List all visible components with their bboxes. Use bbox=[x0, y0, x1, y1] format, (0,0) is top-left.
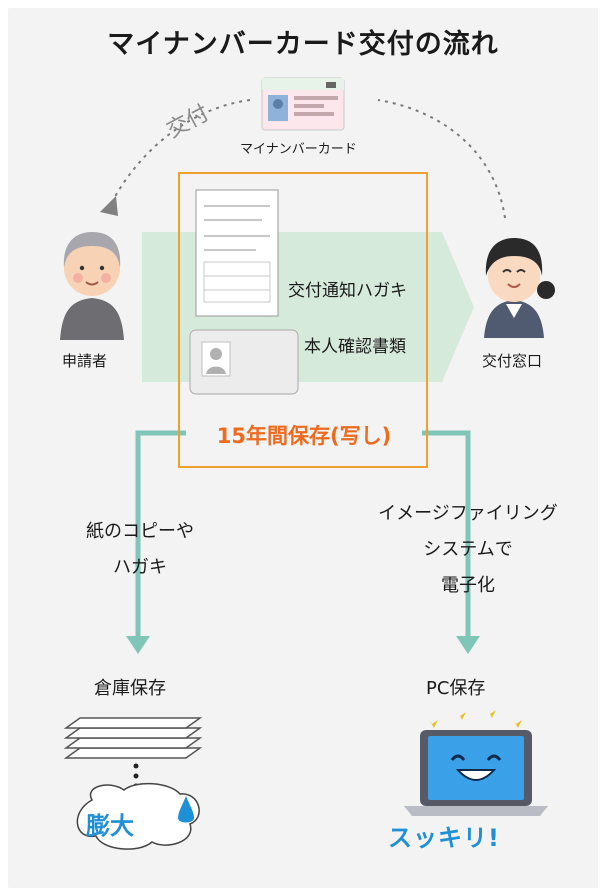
notice-postcard-label: 交付通知ハガキ bbox=[288, 281, 407, 301]
sweat-drop-icon bbox=[178, 796, 194, 823]
applicant-icon bbox=[60, 232, 124, 340]
counter-staff-icon bbox=[484, 238, 555, 338]
happy-laptop-icon bbox=[404, 706, 548, 816]
notice-postcard-icon bbox=[195, 189, 279, 317]
diagram-title: マイナンバーカード交付の流れ bbox=[107, 29, 499, 60]
mynumber-card-icon bbox=[261, 77, 345, 131]
bloat-cloud-shape bbox=[76, 782, 200, 850]
warehouse-storage-label: 倉庫保存 bbox=[94, 678, 166, 699]
left-method-line2: ハガキ bbox=[113, 557, 167, 578]
clean-result-label: スッキリ! bbox=[388, 824, 500, 852]
paper-stack-icon bbox=[63, 717, 203, 759]
right-method-line3: 電子化 bbox=[441, 575, 495, 596]
counter-label: 交付窓口 bbox=[482, 352, 543, 370]
right-branch-arrowhead bbox=[456, 636, 480, 654]
right-method-line2: システムで bbox=[423, 539, 513, 560]
pc-storage-label: PC保存 bbox=[426, 678, 486, 699]
right-method-line1: イメージファイリング bbox=[378, 503, 558, 524]
id-document-icon bbox=[189, 329, 299, 395]
mynumber-card-label: マイナンバーカード bbox=[240, 142, 357, 157]
issue-arc bbox=[111, 99, 506, 219]
right-method-text: イメージファイリング システムで 電子化 bbox=[370, 496, 566, 604]
left-method-line1: 紙のコピーや bbox=[86, 521, 194, 542]
left-method-text: 紙のコピーや ハガキ bbox=[70, 514, 210, 586]
retention-box bbox=[178, 172, 428, 468]
issue-arrowhead bbox=[100, 196, 118, 216]
id-documents-label: 本人確認書類 bbox=[304, 337, 406, 357]
applicant-label: 申請者 bbox=[62, 352, 108, 370]
right-branch-line bbox=[422, 430, 471, 636]
left-branch-arrowhead bbox=[126, 636, 150, 654]
left-branch-line bbox=[135, 430, 186, 636]
retention-label: 15年間保存(写し) bbox=[186, 420, 422, 450]
bloat-result-label: 膨大 bbox=[86, 812, 134, 840]
